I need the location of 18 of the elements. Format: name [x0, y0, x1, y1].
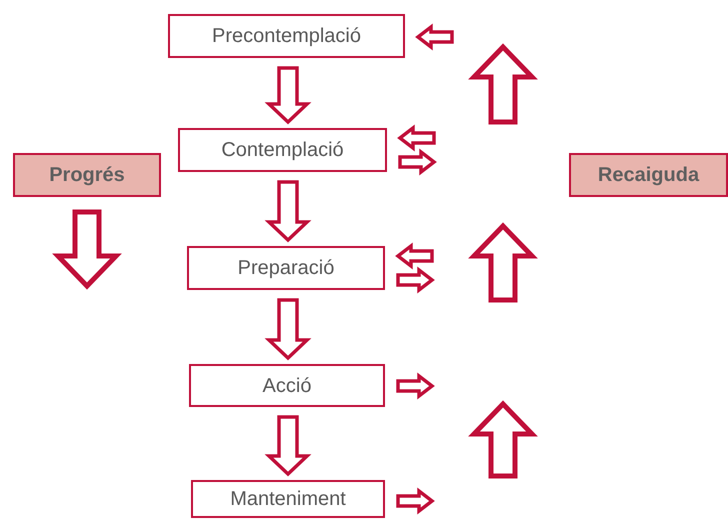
block-arrow — [395, 242, 434, 270]
block-arrow — [264, 180, 312, 242]
block-arrow — [396, 372, 435, 400]
block-arrow — [396, 487, 435, 515]
stage-box: Precontemplació — [168, 14, 405, 58]
block-arrow — [398, 148, 437, 176]
stage-box: Contemplació — [178, 128, 387, 172]
stage-box: Acció — [189, 364, 385, 407]
block-arrow — [415, 23, 454, 51]
stage-box: Manteniment — [191, 480, 385, 518]
stage-box: Preparació — [187, 246, 385, 290]
block-arrow — [264, 298, 312, 360]
label-box: Recaiguda — [569, 153, 728, 197]
block-arrow — [397, 124, 436, 152]
label-box: Progrés — [13, 153, 161, 197]
block-arrow — [264, 66, 312, 124]
block-arrow — [264, 415, 312, 476]
block-arrow — [396, 266, 435, 294]
